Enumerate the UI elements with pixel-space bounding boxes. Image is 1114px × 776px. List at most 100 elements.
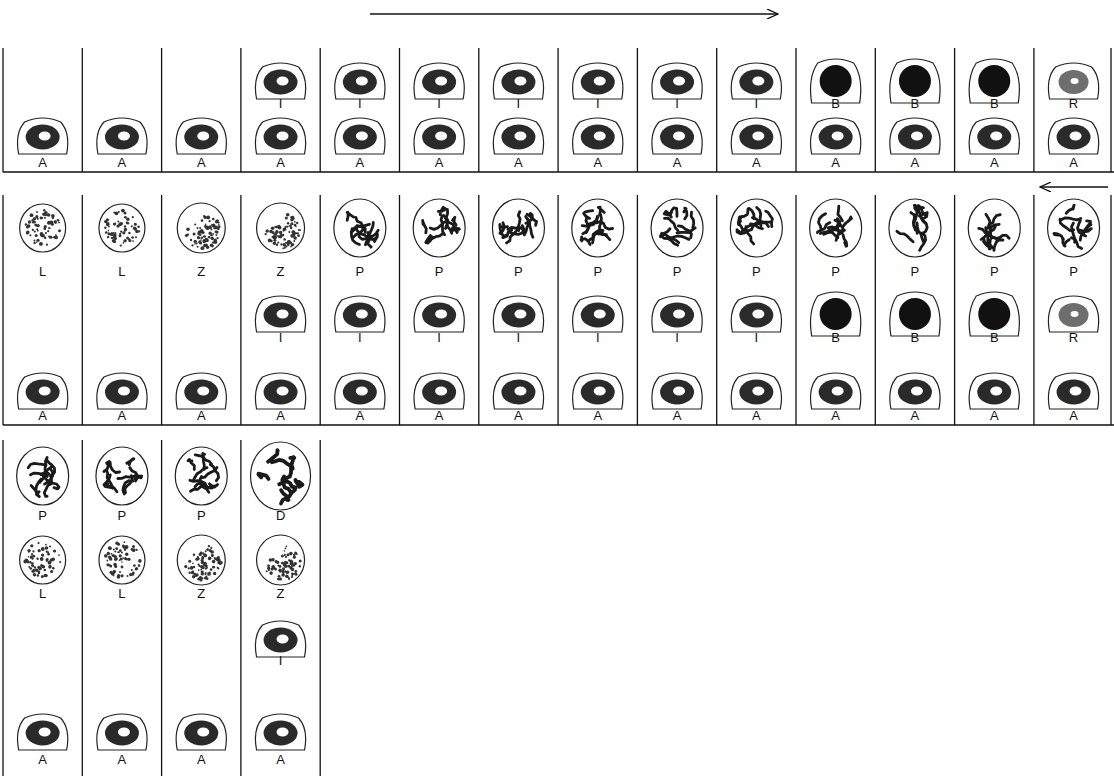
- chromosome-thread: [110, 462, 120, 472]
- cell-outline: [257, 203, 305, 253]
- chromatin-dot: [197, 246, 199, 248]
- chromatin-dot: [188, 567, 190, 569]
- stage-letter: A: [348, 155, 372, 170]
- cell-outline: [1048, 296, 1098, 332]
- cell-outline: [176, 714, 226, 750]
- nucleolus: [356, 387, 368, 396]
- cell-outline: [968, 199, 1020, 257]
- chromosome-thread: [295, 480, 302, 487]
- nucleolus: [39, 387, 51, 396]
- chromatin-dot: [44, 574, 47, 577]
- chromosome-thread: [438, 207, 445, 214]
- stage-letter: B: [982, 96, 1006, 111]
- chromosome-thread: [583, 217, 588, 234]
- cell-outline: [969, 118, 1019, 154]
- nucleolus: [594, 77, 606, 86]
- chromosome-thread: [1062, 218, 1081, 220]
- chromatin-dot: [118, 551, 120, 553]
- chromatin-dot: [213, 572, 216, 575]
- stage-letter: L: [110, 264, 134, 279]
- chromatin-dot: [293, 240, 295, 242]
- stage-letter: I: [348, 96, 372, 111]
- chromosome-thread: [664, 218, 678, 230]
- chromatin-dot: [287, 222, 289, 224]
- chromatin-dot: [201, 572, 204, 575]
- stage-letter: B: [903, 96, 927, 111]
- chromatin-dot: [36, 558, 38, 560]
- chromatin-dot: [53, 550, 55, 552]
- chromatin-dot: [205, 576, 207, 578]
- chromosome-thread: [426, 234, 443, 243]
- nucleolus: [277, 132, 289, 141]
- chromatin-dot: [197, 556, 199, 558]
- direction-arrow: [370, 13, 778, 14]
- chromatin-dot: [272, 231, 275, 234]
- chromatin-dot: [216, 227, 218, 229]
- chromatin-dot: [190, 239, 192, 241]
- cell-outline: [969, 292, 1019, 336]
- chromatin-dot: [132, 216, 134, 218]
- chromatin-dot: [29, 234, 31, 236]
- stage-letter: P: [744, 264, 768, 279]
- nucleolus: [356, 310, 368, 319]
- chromatin-dot: [126, 218, 129, 221]
- chromatin-dot: [113, 575, 115, 577]
- chromatin-dot: [48, 227, 50, 229]
- chromatin-dot: [208, 557, 212, 561]
- cell-outline: [99, 536, 145, 584]
- chromatin-dot: [126, 222, 129, 225]
- chromatin-dot: [131, 573, 134, 576]
- chromatin-dot: [57, 220, 59, 222]
- chromatin-dot: [108, 546, 112, 550]
- chromatin-dot: [211, 554, 214, 557]
- chromatin-dot: [286, 575, 289, 578]
- chromatin-dot: [134, 223, 136, 225]
- chromosome-thread: [449, 223, 457, 233]
- cell-outline: [493, 118, 543, 154]
- chromatin-dot: [135, 236, 137, 238]
- stage-letter: A: [110, 752, 134, 767]
- stage-letter: A: [189, 155, 213, 170]
- chromatin-dot: [197, 236, 199, 238]
- stage-letter: P: [586, 264, 610, 279]
- chromatin-dot: [42, 554, 44, 556]
- stage-letter: A: [506, 155, 530, 170]
- chromatin-dot: [32, 221, 34, 223]
- nucleus: [739, 70, 773, 95]
- chromatin-dot: [127, 558, 130, 561]
- nucleolus: [990, 387, 1002, 396]
- stage-letter: A: [665, 155, 689, 170]
- column-line: [240, 440, 241, 776]
- chromatin-dot: [44, 225, 47, 228]
- chromatin-dot: [41, 217, 43, 219]
- chromosome-thread: [684, 208, 687, 219]
- chromatin-dot: [25, 223, 28, 226]
- chromatin-dot: [287, 565, 290, 568]
- chromatin-dot: [49, 546, 51, 548]
- chromatin-dot: [284, 561, 286, 563]
- nucleus: [660, 125, 694, 150]
- chromatin-dot: [124, 548, 127, 551]
- chromosome-thread: [817, 223, 830, 233]
- chromatin-dot: [285, 575, 288, 578]
- chromatin-dot: [271, 558, 274, 561]
- nucleus: [343, 70, 377, 95]
- chromatin-dot: [28, 225, 30, 227]
- chromatin-dot: [106, 222, 110, 226]
- chromatin-dot: [119, 234, 122, 237]
- nucleolus: [356, 132, 368, 141]
- chromatin-dot: [59, 561, 61, 563]
- nucleolus: [435, 132, 447, 141]
- chromatin-dot: [269, 571, 273, 575]
- chromatin-dot: [189, 572, 191, 574]
- cell-outline: [414, 63, 464, 99]
- chromatin-dot: [40, 564, 43, 567]
- chromatin-dot: [207, 572, 211, 576]
- nucleolus: [435, 77, 447, 86]
- nucleus: [898, 380, 932, 405]
- chromatin-dot: [41, 547, 45, 551]
- chromatin-dot: [287, 553, 290, 556]
- chromatin-dot: [124, 228, 127, 231]
- column-grid: [3, 48, 1114, 776]
- chromatin-dot: [33, 573, 37, 577]
